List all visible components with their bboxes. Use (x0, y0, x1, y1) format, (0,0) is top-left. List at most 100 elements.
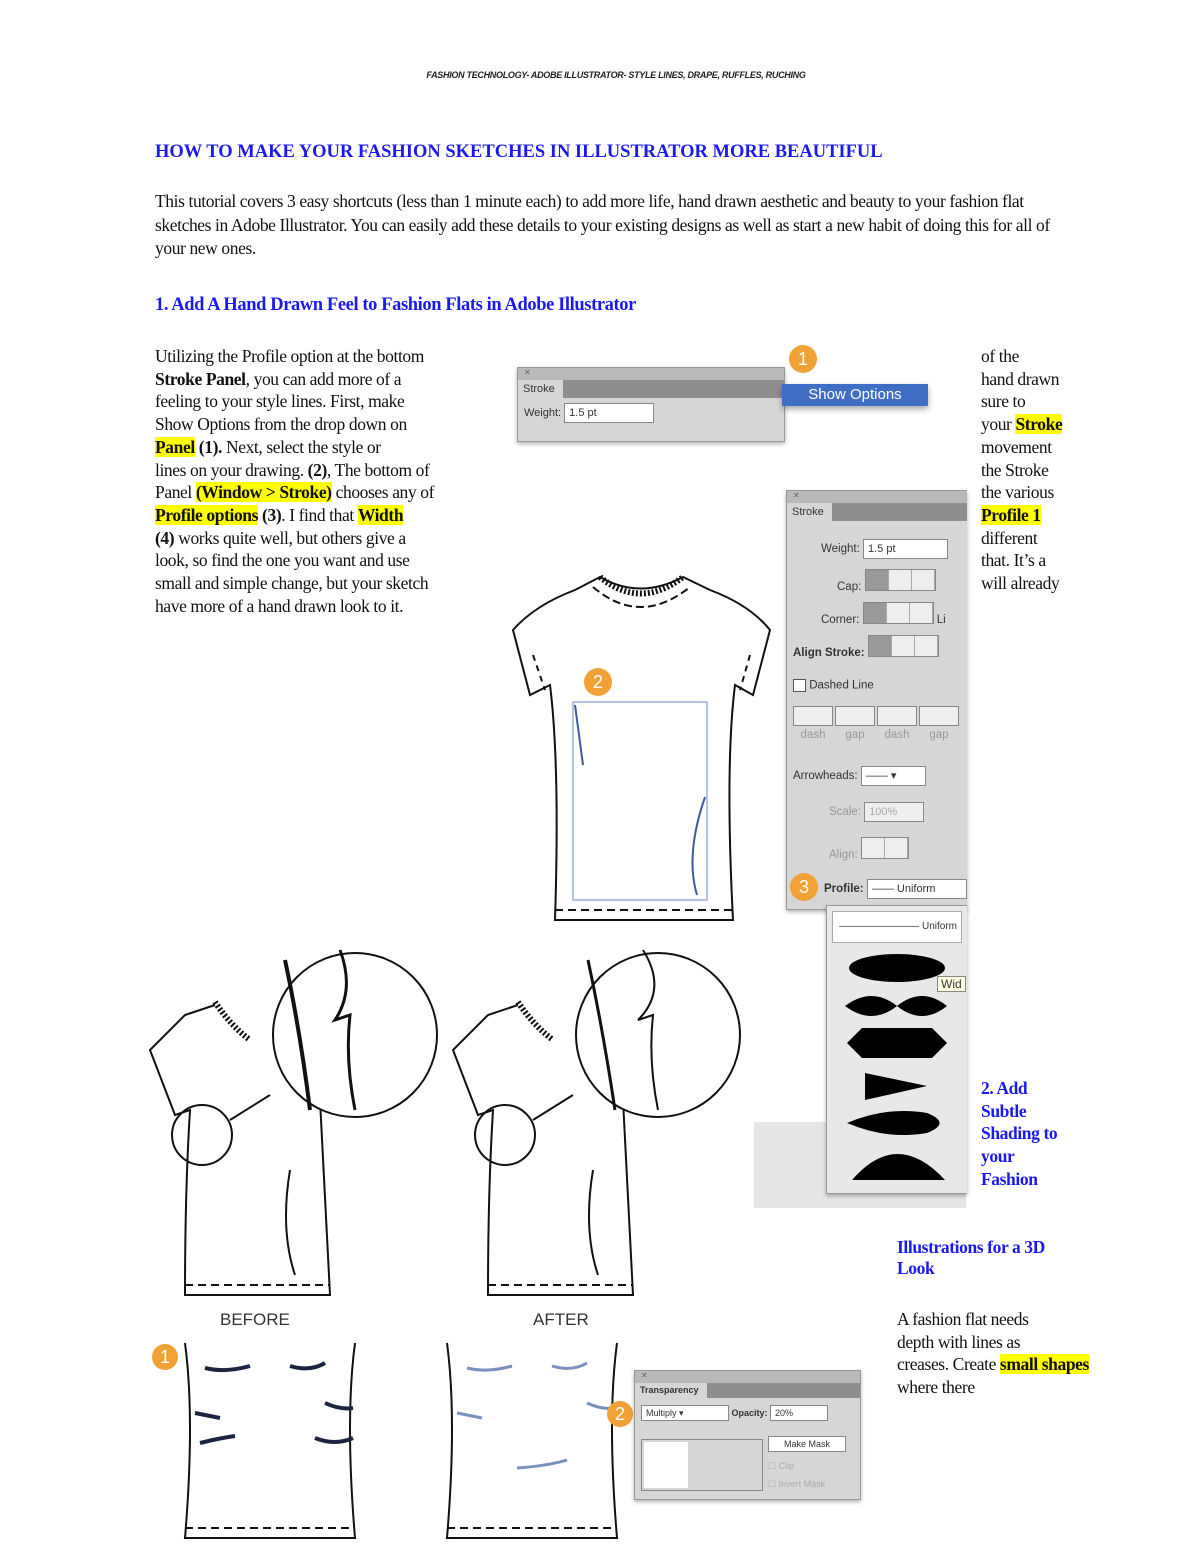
profile-option-5 (847, 1110, 940, 1136)
profile-select[interactable]: —— Uniform (866, 879, 967, 899)
profile-option-6 (852, 1154, 945, 1180)
intro-paragraph: This tutorial covers 3 easy shortcuts (l… (155, 191, 1050, 258)
text: 2. Add (981, 1078, 1028, 1098)
text: will already (981, 573, 1060, 594)
text: that. It’s a (981, 550, 1046, 571)
arrowhead-start-select[interactable]: —— ▾ (860, 766, 926, 786)
dash-fields: dash gap dash gap (793, 706, 959, 741)
text: (1). (198, 436, 223, 457)
align-label: Align Stroke: (793, 647, 865, 659)
text: works quite well, but others give a (178, 527, 406, 548)
text: A fashion flat needs (897, 1309, 1029, 1329)
highlight: Profile 1 (981, 504, 1041, 525)
gap-input[interactable] (919, 706, 959, 726)
after-label: AFTER (533, 1310, 589, 1329)
clip-label: Clip (778, 1461, 795, 1471)
highlight: (Window > Stroke) (195, 482, 332, 503)
profile-row: Profile: —— Uniform (824, 879, 967, 899)
weight-row: Weight: 1.5 pt (821, 539, 948, 559)
opacity-input[interactable]: 20% (770, 1405, 829, 1421)
before-label: BEFORE (220, 1310, 290, 1329)
before-shirt (148, 949, 438, 1296)
stroke-tab[interactable]: Stroke (518, 380, 563, 398)
stroke-panel-small: ✕ Stroke Weight: 1.5 pt (517, 367, 785, 442)
width-profile-options[interactable] (827, 948, 967, 1188)
text: Shading to (981, 1123, 1058, 1144)
panel-titlebar: ✕ (635, 1371, 860, 1383)
shading-illustration (183, 1342, 619, 1539)
blend-mode-value: Multiply (646, 1408, 677, 1418)
text: Next, select the style or (225, 436, 381, 457)
text: your (981, 1146, 1015, 1167)
text: feeling to your style lines. First, make (155, 391, 405, 412)
dash-input[interactable] (793, 706, 833, 726)
text: The bottom of (334, 459, 430, 480)
stroke-tab[interactable]: Stroke (787, 503, 832, 521)
tooltip: Wid (937, 976, 966, 992)
blend-mode-select[interactable]: Multiply ▾ (641, 1405, 729, 1421)
section1-right-text: of the hand drawn sure to your Stroke mo… (981, 345, 1063, 595)
text: sure to (981, 391, 1026, 412)
section2-body: A fashion flat needs depth with lines as… (897, 1308, 1089, 1399)
corner-buttons[interactable] (862, 602, 934, 624)
align-arrow-label: Align: (829, 849, 858, 861)
profile-option-uniform[interactable]: ———————— Uniform (832, 911, 962, 943)
opacity-label: Opacity: (731, 1408, 768, 1418)
stroke-panel-expanded: ✕ Stroke Weight: 1.5 pt Cap: Corner: Li … (786, 490, 967, 910)
text: Fashion (981, 1168, 1038, 1189)
cap-buttons[interactable] (864, 569, 936, 591)
highlight: Stroke (1015, 414, 1063, 435)
shade-badge-2: 2 (607, 1401, 633, 1427)
profile-option-label: Uniform (921, 921, 957, 932)
dashed-label: Dashed Line (809, 679, 874, 692)
invert-mask-checkbox[interactable]: ☐ Invert Mask (768, 1479, 826, 1489)
show-options-menu-item[interactable]: Show Options (782, 384, 928, 406)
invert-mask-label: Invert Mask (778, 1479, 826, 1489)
shade-badge-1: 1 (152, 1344, 178, 1370)
align-buttons[interactable] (867, 635, 939, 657)
text: the Stroke (981, 459, 1049, 480)
align-arrow-buttons[interactable] (860, 837, 909, 859)
text: I find that (289, 504, 354, 525)
profile-value: Uniform (896, 883, 936, 895)
corner-row: Corner: Li (821, 602, 946, 626)
make-mask-button[interactable]: Make Mask (768, 1436, 846, 1452)
clip-checkbox[interactable]: ☐ Clip (768, 1461, 795, 1471)
section2-heading: 2. Add Subtle Shading to your Fashion (981, 1077, 1058, 1191)
dashed-checkbox[interactable] (793, 679, 806, 692)
text: of the (981, 346, 1019, 366)
weight-input[interactable]: 1.5 pt (564, 403, 655, 423)
align-arrow-row: Align: (829, 837, 909, 861)
after-shirt (451, 949, 741, 1296)
dashed-row: Dashed Line (793, 679, 874, 692)
shaded-shirt-light (445, 1342, 619, 1539)
panel-tab-bar: Stroke (787, 503, 967, 521)
text: your (981, 414, 1012, 435)
gap-input[interactable] (835, 706, 875, 726)
text: where there (897, 1377, 975, 1398)
panel-titlebar: ✕ (787, 491, 967, 503)
cap-label: Cap: (837, 581, 862, 593)
text: have more of a hand drawn look to it. (155, 595, 404, 616)
text: different (981, 527, 1038, 548)
align-row: Align Stroke: (793, 635, 939, 659)
dash-input[interactable] (877, 706, 917, 726)
text: Panel (155, 482, 192, 503)
panel-tab-bar: Stroke (518, 380, 784, 398)
weight-row: Weight: 1.5 pt (518, 398, 784, 428)
text: Stroke Panel (155, 368, 246, 389)
scale-input[interactable]: 100% (864, 802, 925, 822)
highlight: Width (357, 504, 404, 525)
text: the various (981, 482, 1054, 503)
section1-heading: 1. Add A Hand Drawn Feel to Fashion Flat… (155, 295, 636, 315)
text: , you can add more of a (245, 368, 402, 389)
limit-label: Li (936, 614, 946, 626)
text: (2) (307, 459, 328, 480)
weight-label: Weight: (821, 543, 860, 555)
dash-label: dash (800, 729, 826, 741)
weight-input[interactable]: 1.5 pt (862, 539, 948, 559)
tshirt-illustration-selected (511, 574, 772, 921)
weight-label: Weight: (524, 407, 562, 419)
transparency-tab[interactable]: Transparency (635, 1383, 707, 1398)
